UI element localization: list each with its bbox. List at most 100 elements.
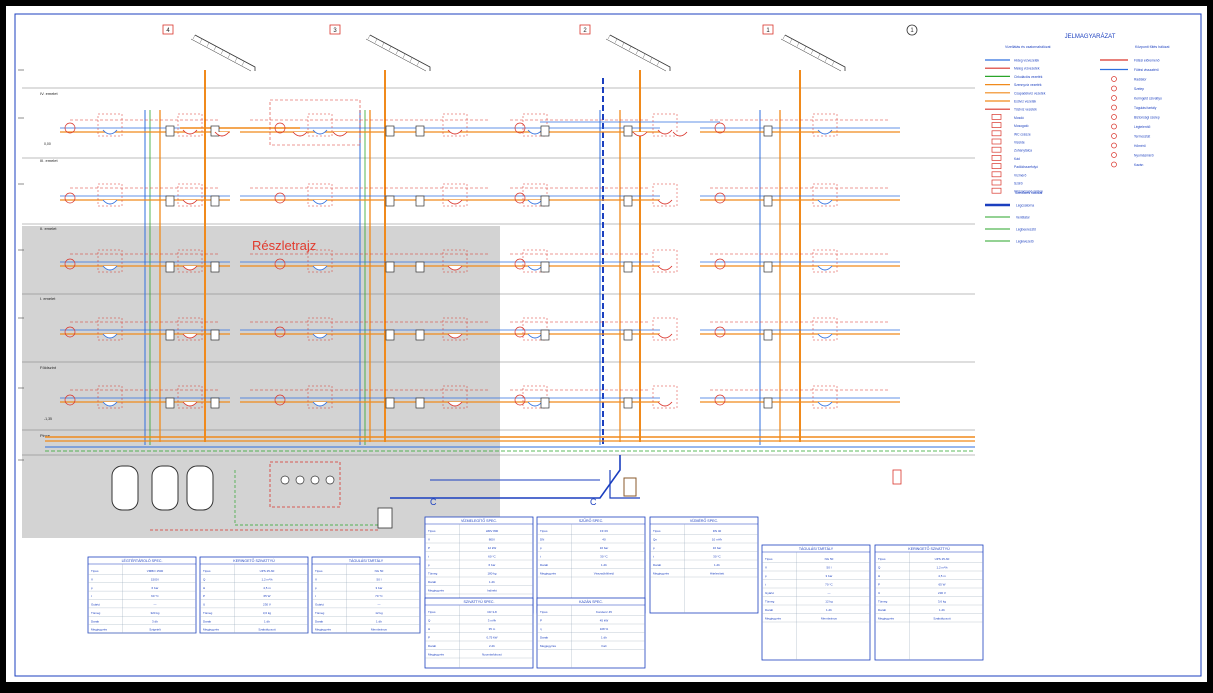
wc-fixture (623, 125, 633, 137)
spec-table-value: Szabályozott (258, 628, 275, 632)
spec-table-key: Megjegyzés (203, 628, 220, 632)
floor-drain-fixture (64, 394, 76, 406)
washbasin-fixture (672, 131, 688, 137)
spec-table-title: SZŰRŐ SPEC. (579, 518, 603, 523)
spec-table-key: Típus (765, 557, 773, 561)
spec-table-key: P (428, 546, 430, 550)
drawing-frame (14, 13, 1202, 677)
spec-table-value: 180 kg (487, 572, 496, 576)
legend-symbol-swatch (991, 146, 1002, 153)
roof-hatch (374, 38, 378, 43)
roof-hatch (831, 61, 835, 66)
roof-hatch (409, 57, 413, 62)
roof-hatch (656, 61, 660, 66)
spec-table-key: p (91, 586, 93, 590)
fixture-zone (97, 249, 123, 273)
wc-fixture (540, 195, 550, 207)
spec-table-key: P (878, 583, 880, 587)
fixture-zone (442, 385, 468, 409)
roof-hatch (803, 46, 807, 51)
wc-fixture (210, 329, 220, 341)
spec-table-value: 70 °C (825, 583, 833, 587)
roof-hatch (234, 57, 238, 62)
pump (280, 475, 290, 485)
fixture-zone (307, 385, 333, 409)
legend-item-label: Kazán (1134, 163, 1144, 167)
axis-marker-label: 1 (766, 28, 770, 34)
spec-table-value: 50 l (827, 566, 832, 570)
spec-table-key: Típus (653, 529, 661, 533)
spec-table-key: Típus (428, 610, 436, 614)
legend-item-label: Padlóösszefolyó (1014, 165, 1038, 169)
fixture-zone (522, 183, 548, 207)
spec-table-key: V (428, 538, 430, 542)
storage-tank (186, 465, 214, 511)
spec-table-key: p (653, 546, 655, 550)
spec-table-key: Q (428, 619, 431, 623)
roof-hatch (199, 38, 203, 43)
spec-table-key: Tömeg (203, 611, 213, 615)
spec-table-key: Darab (653, 563, 662, 567)
wc-fixture (165, 195, 175, 207)
roof-line (365, 38, 427, 72)
legend-title: JELMAGYARÁZAT (1065, 33, 1116, 40)
spec-table-frame (874, 544, 984, 661)
floor-drain-fixture (514, 394, 526, 406)
spec-table-value: 3 bar (376, 586, 383, 590)
fixture-zone (307, 317, 333, 341)
spec-table-key: Tömeg (878, 600, 888, 604)
axis-marker-label: 3 (333, 28, 337, 34)
spec-table-key: H (878, 574, 880, 578)
washbasin-fixture (632, 131, 648, 137)
floor-drain-fixture (64, 326, 76, 338)
pump (295, 475, 305, 485)
floor-drain-fixture (274, 258, 286, 270)
fixture-zone (442, 249, 468, 273)
roof-hatch (206, 42, 210, 47)
spec-table-key: Darab (540, 636, 549, 640)
roof-hatch (607, 34, 611, 40)
spec-table-key: V (91, 577, 93, 581)
wc-fixture (210, 261, 220, 273)
roof-hatch (395, 50, 399, 55)
spec-table-key: Darab (878, 608, 887, 612)
roof-line (780, 38, 842, 72)
roof-line (784, 34, 846, 71)
wc-fixture (210, 195, 220, 207)
roof-hatch (367, 34, 371, 40)
spec-table-value: — (827, 591, 830, 595)
legend-item-label: Mosogató (1014, 124, 1029, 128)
spec-table-value: NG 50 (375, 569, 384, 573)
spec-table-value: 12 kW (488, 546, 497, 550)
legend-heading-right: Központi fűtés hálózat (1135, 45, 1169, 49)
legend-heading-left: Vízellátás és csatornahálózat (1005, 45, 1051, 49)
spec-table-value: Hitelesített (710, 572, 724, 576)
spec-table-value: 320 kg (150, 611, 159, 615)
spec-table-value: 70 °C (375, 594, 383, 598)
wc-fixture (540, 261, 550, 273)
fixture-zone (522, 113, 548, 137)
spec-table-frame (311, 556, 421, 634)
floor-drain-fixture (714, 394, 726, 406)
spec-table-value: 3,6 kg (263, 611, 272, 615)
legend-symbol-swatch (991, 122, 1002, 128)
spec-table-value: 10 m³/h (712, 538, 723, 542)
floor-label: Földszint (40, 365, 57, 370)
roof-hatch (220, 50, 224, 55)
spec-table-key: p (315, 586, 317, 590)
axis-marker-label: 4 (166, 28, 170, 34)
washbasin-fixture (102, 333, 118, 339)
spec-table-frame (649, 516, 759, 614)
spec-table-value: 3 m³/h (488, 619, 497, 623)
fixture-zone (97, 317, 123, 341)
roof-hatch (227, 53, 231, 59)
spec-table-key: Megjegyzés (540, 644, 557, 648)
wc-fixture (385, 329, 395, 341)
spec-table-value: VMBO 1500 (147, 569, 164, 573)
